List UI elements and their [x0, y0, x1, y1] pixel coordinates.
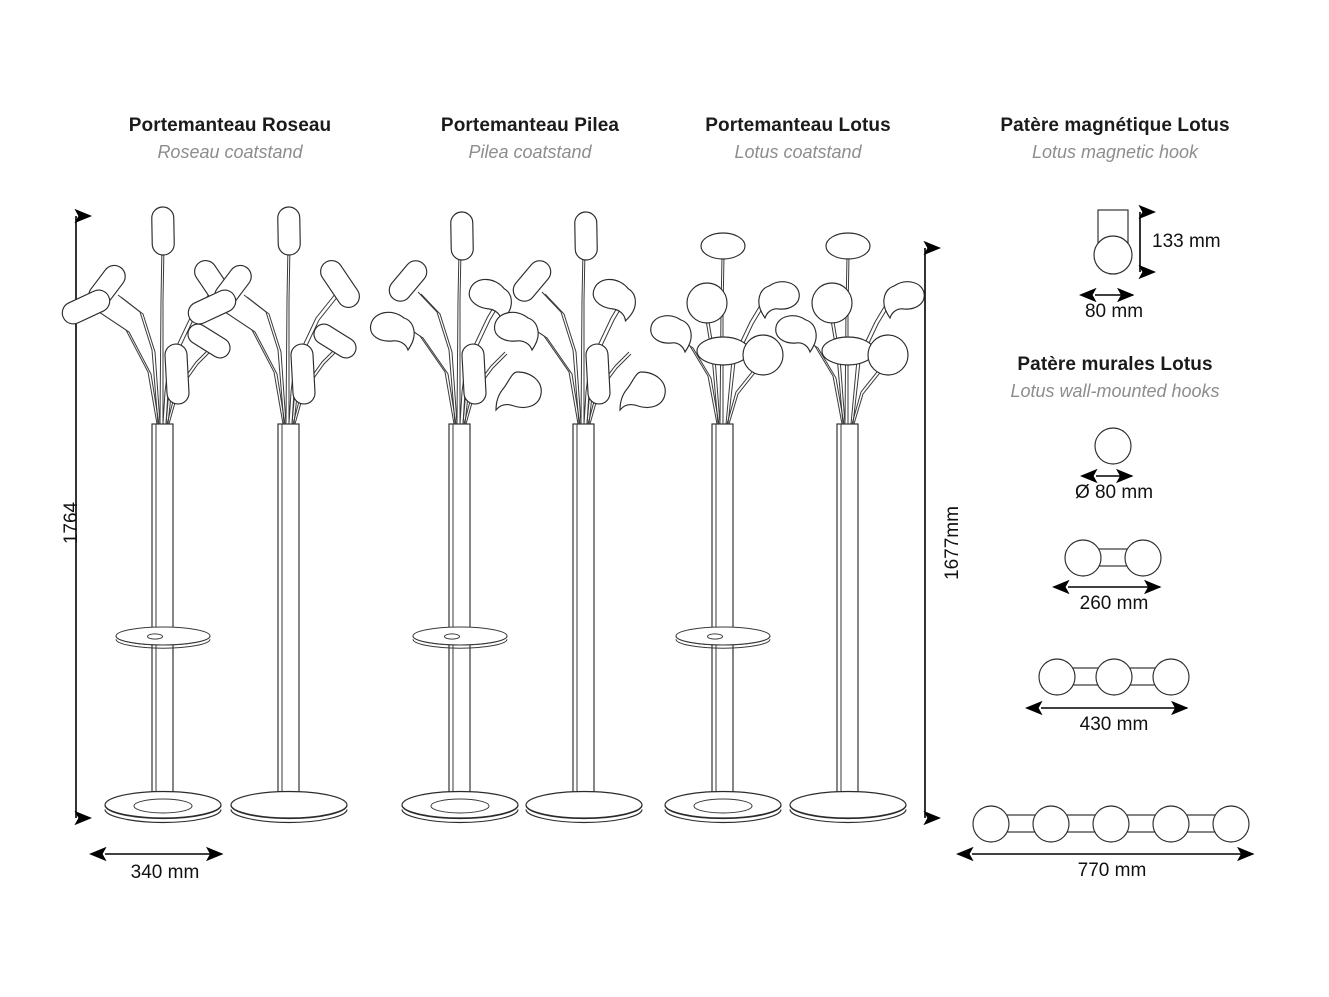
product-heading-pilea: Portemanteau Pilea Pilea coatstand	[380, 113, 680, 165]
dimension-label-base-width: 340 mm	[130, 862, 200, 883]
roseau-branches-b	[187, 206, 360, 425]
product-heading-roseau: Portemanteau Roseau Roseau coatstand	[80, 113, 380, 165]
lotus-branches-b	[775, 232, 925, 425]
coatstand-lotus-a	[650, 232, 800, 824]
wall-hook-single-drawing	[1080, 427, 1134, 484]
dimension-label-height-left: 1764	[61, 501, 82, 545]
magnetic-hook-drawing	[1079, 204, 1156, 303]
coatstand-pilea-b	[493, 211, 666, 824]
coatstand-roseau-a	[61, 206, 234, 824]
product-title-en: Pilea coatstand	[468, 142, 592, 162]
product-title-en: Roseau coatstand	[157, 142, 303, 162]
product-title-en: Lotus magnetic hook	[1031, 142, 1199, 162]
dimension-label-height-right: 1677mm	[942, 506, 963, 580]
product-heading-lotus: Portemanteau Lotus Lotus coatstand	[648, 113, 948, 165]
product-title-en: Lotus wall-mounted hooks	[1010, 381, 1220, 401]
coatstand-pilea-a	[369, 211, 542, 824]
product-title-en: Lotus coatstand	[734, 142, 862, 162]
product-title-fr: Portemanteau Lotus	[705, 115, 891, 136]
product-title-fr: Portemanteau Roseau	[128, 115, 332, 136]
wall-hook-triple-drawing	[1025, 658, 1190, 716]
product-title-fr: Patère magnétique Lotus	[1000, 115, 1230, 136]
lotus-branches-a	[650, 232, 800, 425]
dimension-label-wall-hook-triple: 430 mm	[1079, 714, 1149, 735]
product-title-fr: Patère murales Lotus	[1017, 354, 1213, 375]
dimension-label-wall-hook-double: 260 mm	[1079, 593, 1149, 614]
wall-hook-double-drawing	[1052, 539, 1162, 595]
coatstand-roseau-b	[187, 206, 360, 824]
pilea-branches-b	[493, 211, 666, 425]
pilea-branches-a	[369, 211, 542, 425]
coatstand-lotus-b	[775, 232, 925, 824]
dimension-label-wall-hook-five: 770 mm	[1077, 860, 1147, 881]
dimension-label-wall-hook-single: Ø 80 mm	[1074, 482, 1154, 503]
wall-hook-five-drawing	[956, 805, 1255, 862]
product-heading-magnetic-hook: Patère magnétique Lotus Lotus magnetic h…	[965, 113, 1265, 165]
dimension-label-magnetic-hook-height: 133 mm	[1152, 231, 1221, 252]
product-title-fr: Portemanteau Pilea	[440, 115, 620, 136]
product-heading-wall-hooks: Patère murales Lotus Lotus wall-mounted …	[965, 352, 1265, 404]
dimension-label-magnetic-hook-width: 80 mm	[1084, 301, 1144, 322]
